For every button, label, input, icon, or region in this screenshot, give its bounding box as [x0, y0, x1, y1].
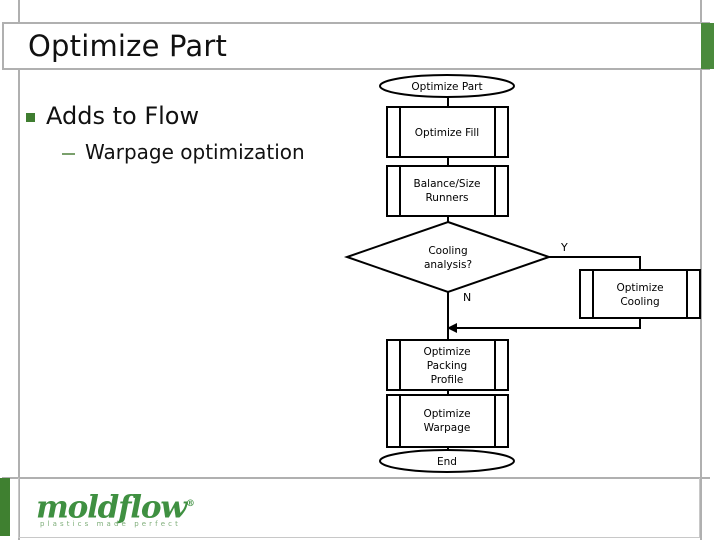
flow-node-start: Optimize Part — [379, 74, 515, 98]
page-title: Optimize Part — [28, 29, 228, 63]
logo-wordmark-text: moldflow — [36, 489, 187, 526]
flowchart: Optimize Part Optimize Fill Balance/Size… — [343, 74, 701, 473]
flow-node-packing-line1: Optimize — [423, 346, 470, 358]
flow-node-decision-line1: Cooling — [428, 245, 467, 257]
footer-accent-bar — [0, 478, 10, 536]
connector-cooling-return — [452, 318, 641, 329]
title-accent-bar — [701, 23, 714, 69]
flow-node-warpage-line1: Optimize — [423, 408, 470, 420]
frame-guide-left — [18, 0, 20, 540]
footer-divider — [2, 477, 710, 479]
logo-tagline: plastics made perfect — [40, 520, 181, 529]
flow-node-packing-line2: Packing — [427, 360, 467, 372]
flow-node-end-label: End — [437, 456, 457, 468]
frame-guide-right — [700, 0, 702, 540]
flow-node-end: End — [379, 449, 515, 473]
flow-node-optimize-packing-profile: Optimize Packing Profile — [386, 339, 509, 391]
footer-placeholder — [18, 478, 700, 538]
registered-trademark-icon: ® — [185, 499, 195, 509]
flow-node-cooling-decision: Cooling analysis? — [343, 220, 553, 294]
flow-node-runners-line1: Balance/Size — [414, 178, 481, 190]
flow-node-optimize-warpage: Optimize Warpage — [386, 394, 509, 448]
arrowhead-cooling-return — [447, 323, 457, 333]
flow-node-optimize-fill: Optimize Fill — [386, 106, 509, 158]
square-bullet-icon — [26, 113, 35, 122]
flow-node-cooling-line2: Cooling — [620, 296, 659, 308]
bullet-item-level2: Warpage optimization — [62, 138, 392, 166]
branch-label-no: N — [463, 291, 471, 304]
bullet-level2-label: Warpage optimization — [85, 140, 305, 164]
bullet-level1-label: Adds to Flow — [46, 102, 200, 130]
flow-node-packing-line3: Profile — [431, 374, 464, 386]
bullet-item-level1: Adds to Flow — [26, 100, 356, 132]
logo-wordmark: moldflow® — [36, 488, 226, 523]
moldflow-logo: moldflow® plastics made perfect — [36, 488, 226, 534]
flow-node-start-label: Optimize Part — [411, 81, 482, 93]
flow-node-optimize-fill-label: Optimize Fill — [415, 127, 479, 139]
dash-bullet-icon — [62, 153, 75, 155]
flow-node-warpage-line2: Warpage — [424, 422, 471, 434]
branch-label-yes: Y — [560, 241, 568, 254]
flow-node-optimize-cooling: Optimize Cooling — [579, 269, 701, 319]
connector-decision-yes — [549, 256, 641, 270]
flow-node-decision-line2: analysis? — [424, 259, 472, 271]
flow-node-cooling-line1: Optimize — [616, 282, 663, 294]
title-placeholder[interactable] — [2, 22, 710, 70]
flow-node-runners-line2: Runners — [425, 192, 468, 204]
flow-node-balance-size-runners: Balance/Size Runners — [386, 165, 509, 217]
